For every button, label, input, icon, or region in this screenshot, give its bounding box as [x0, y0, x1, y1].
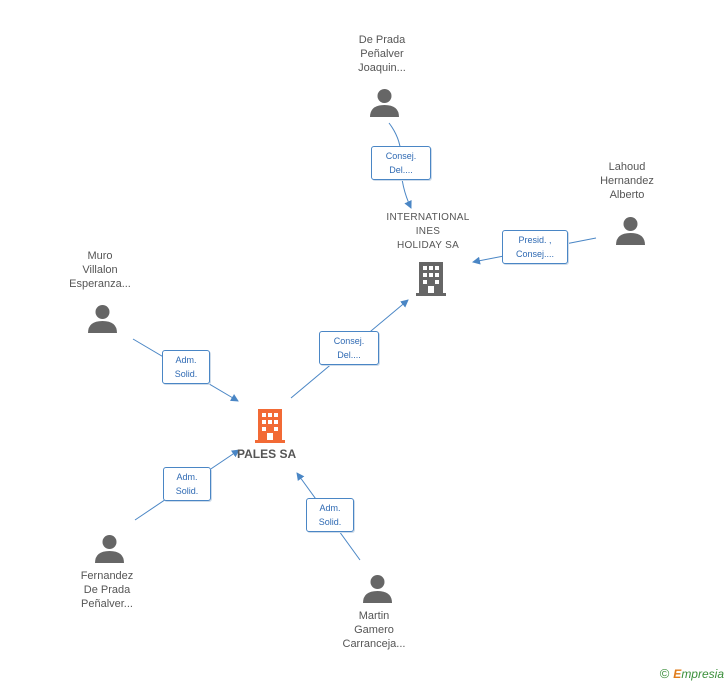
building-icon[interactable] [416, 262, 446, 296]
brand-initial: E [673, 667, 682, 681]
person-label-martin[interactable]: Martin Gamero Carranceja... [342, 610, 406, 650]
edge-label-martin-pales[interactable]: Adm. Solid. [306, 498, 354, 532]
person-icon[interactable] [616, 216, 645, 245]
person-label-de-prada-joaquin[interactable]: De Prada Peñalver Joaquin... [358, 34, 406, 74]
person-icon[interactable] [370, 88, 399, 117]
person-icon[interactable] [88, 304, 117, 333]
main-building-icon[interactable] [255, 409, 285, 443]
person-icon[interactable] [95, 534, 124, 563]
edge-label-lahoud-international[interactable]: Presid. , Consej.... [502, 230, 568, 264]
person-icon[interactable] [363, 574, 392, 603]
person-label-fernandez[interactable]: Fernandez De Prada Peñalver... [80, 570, 134, 610]
person-label-muro[interactable]: Muro Villalon Esperanza... [69, 250, 131, 290]
international-company-label[interactable]: INTERNATIONAL INES HOLIDAY SA [386, 212, 470, 251]
edge-label-de-prada-international[interactable]: Consej. Del.... [371, 146, 431, 180]
main-company-label[interactable]: PALES SA [237, 447, 297, 461]
brand-name: mpresia [681, 667, 724, 681]
edge-label-pales-international[interactable]: Consej. Del.... [319, 331, 379, 365]
copyright-symbol: © [659, 666, 670, 681]
edge-label-fernandez-pales[interactable]: Adm. Solid. [163, 467, 211, 501]
person-label-lahoud[interactable]: Lahoud Hernandez Alberto [600, 161, 654, 201]
edge-label-muro-pales[interactable]: Adm. Solid. [162, 350, 210, 384]
empresia-brand[interactable]: ©Empresia [660, 666, 724, 681]
